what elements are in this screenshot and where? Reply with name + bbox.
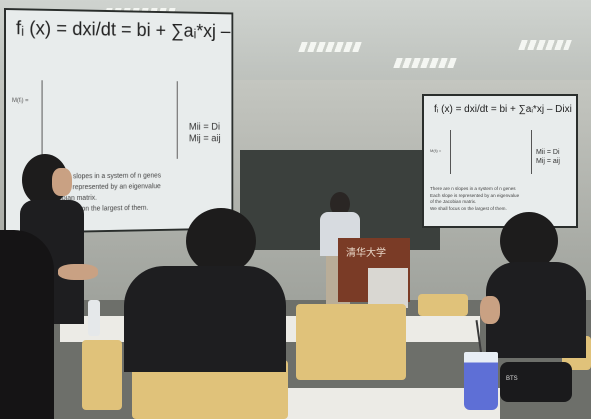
lecturer-head <box>330 192 350 216</box>
pencil-case <box>500 362 572 402</box>
slide-equation: fᵢ (x) = dxi/dt = bi + ∑aᵢ*xj – Dixi <box>434 104 572 115</box>
mij-text: Mij = aij <box>188 133 221 145</box>
matrix-label: M(fᵢ) = <box>430 148 442 153</box>
ceiling-light <box>518 40 572 50</box>
student-face <box>52 168 72 196</box>
bullet-line: There are n slopes in a system of n gene… <box>430 186 516 191</box>
bullet-line: We shall focus on the largest of them. <box>430 205 507 211</box>
side-projection-screen: fᵢ (x) = dxi/dt = bi + ∑aᵢ*xj – Dixi M(f… <box>424 96 576 226</box>
chair <box>82 340 122 410</box>
slide-bullets: There are n slopes in a system of n gene… <box>430 186 519 212</box>
water-bottle <box>88 300 100 336</box>
mii-text: Mii = Di <box>536 149 560 156</box>
pencil-case-label: BTS <box>506 376 518 382</box>
drink-cup <box>464 352 498 410</box>
podium-front-panel <box>368 268 408 308</box>
jacobian-matrix <box>450 130 532 174</box>
student-arm <box>480 296 500 324</box>
chair <box>418 294 468 316</box>
mij-text: Mij = aij <box>536 158 560 165</box>
podium-label: 清华大学 <box>346 248 386 259</box>
bullet-line: of the Jacobian matrix. <box>430 199 477 204</box>
student-head <box>186 208 256 274</box>
student-body <box>124 266 286 372</box>
matrix-label: M(fᵢ) = <box>11 98 29 105</box>
bullet-line: Each slope is represented by an eigenval… <box>430 192 520 198</box>
matrix-definitions: Mii = Di Mij = aij <box>536 148 560 166</box>
student-hand <box>58 264 98 280</box>
mii-text: Mii = Di <box>188 121 221 133</box>
slide-equation: fᵢ (x) = dxi/dt = bi + ∑aᵢ*xj – Dixi <box>15 18 232 43</box>
matrix-definitions: Mii = Di Mij = aij <box>189 122 221 145</box>
ceiling-light <box>393 58 457 68</box>
ceiling-light <box>298 42 362 52</box>
jacobian-matrix <box>41 80 178 160</box>
chair <box>296 304 406 380</box>
student-head <box>500 212 558 270</box>
student-body <box>0 230 54 419</box>
student-body <box>486 262 586 358</box>
